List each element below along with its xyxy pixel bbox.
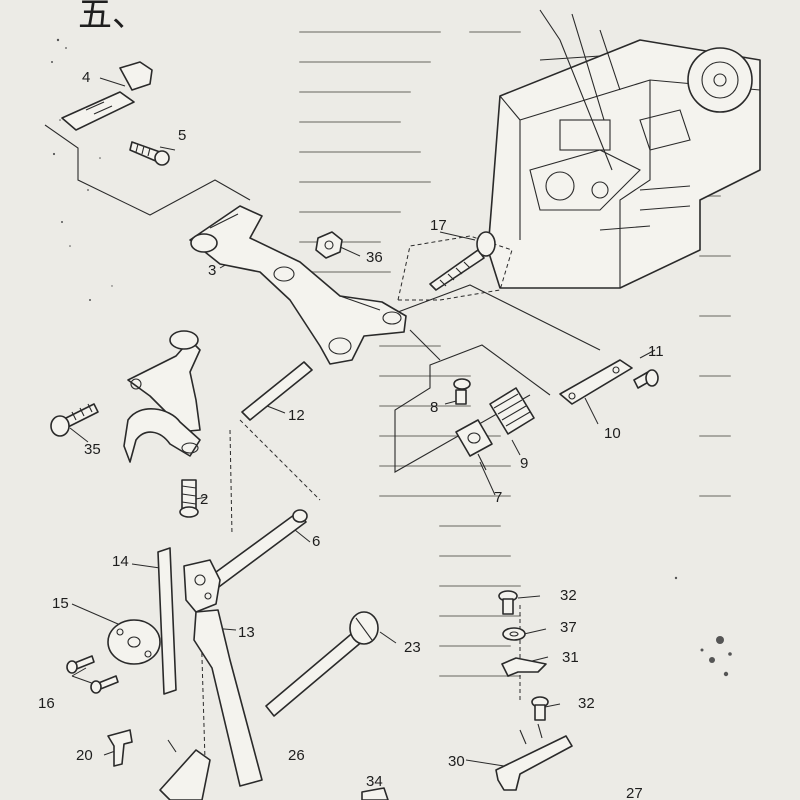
part-number-label: 12	[288, 407, 305, 424]
part-2-screw	[179, 479, 199, 518]
part-23-bolt	[265, 611, 379, 717]
part-number-label: 17	[430, 217, 447, 234]
part-number-label: 32	[560, 587, 577, 604]
part-20-bracket	[107, 729, 133, 767]
part-number-label: 7	[494, 489, 502, 506]
part-35-screw	[50, 403, 99, 437]
part-11-screw	[633, 369, 659, 389]
part-number-label: 16	[38, 695, 55, 712]
part-17-long-screw	[429, 231, 496, 291]
part-number-label: 34	[366, 773, 383, 790]
part-number-label: 8	[430, 399, 438, 416]
scan-noise	[51, 38, 732, 677]
part-15-disc	[107, 619, 161, 665]
part-number-label: 2	[200, 491, 208, 508]
part-8-screw	[453, 378, 471, 405]
part-number-label: 20	[76, 747, 93, 764]
part-number-label: 13	[238, 624, 255, 641]
part-number-label: 37	[560, 619, 577, 636]
part-number-label: 9	[520, 455, 528, 472]
machine-overview-sketch	[487, 9, 761, 289]
part-14-bar	[157, 547, 177, 695]
part-number-label: 26	[288, 747, 305, 764]
part-number-label: 36	[366, 249, 383, 266]
part-number-label: 11	[648, 343, 664, 360]
part-26-frame	[159, 739, 211, 800]
part-9-spring	[489, 387, 535, 435]
part-number-label: 14	[112, 553, 129, 570]
part-4-stud	[61, 61, 153, 131]
part-10-plate	[559, 359, 633, 405]
part-37-washer	[502, 627, 526, 641]
part-number-label: 4	[82, 69, 90, 86]
part-number-label: 15	[52, 595, 69, 612]
part-number-label: 10	[604, 425, 621, 442]
part-7-collar	[455, 419, 493, 471]
part-36-nut	[315, 231, 343, 259]
part-number-label: 35	[84, 441, 101, 458]
part-13-bracket	[183, 559, 263, 787]
part-number-label: 3	[208, 262, 216, 279]
part-number-label: 32	[578, 695, 595, 712]
part-number-label: 31	[562, 649, 579, 666]
part-number-label: 6	[312, 533, 320, 550]
part-34-piece	[361, 787, 389, 800]
crank-clamp	[123, 330, 201, 463]
part-labels: 4 5 3 36 17 35 12 2 8 9 7 11 10 6 14 15 13 16 23 32 37 31 32 20…	[38, 69, 664, 800]
part-number-label: 27	[626, 785, 643, 800]
part-number-label: 23	[404, 639, 421, 656]
part-30-plate	[495, 723, 573, 791]
part-31-lever	[501, 657, 547, 677]
part-16-screws	[66, 655, 119, 694]
part-12-rod	[241, 361, 313, 421]
section-heading: 五、	[78, 0, 146, 35]
part-3-main-arm	[189, 205, 407, 365]
part-number-label: 5	[178, 127, 186, 144]
part-5-screw	[129, 141, 170, 166]
part-number-label: 30	[448, 753, 465, 770]
part-32-screws	[498, 590, 549, 721]
